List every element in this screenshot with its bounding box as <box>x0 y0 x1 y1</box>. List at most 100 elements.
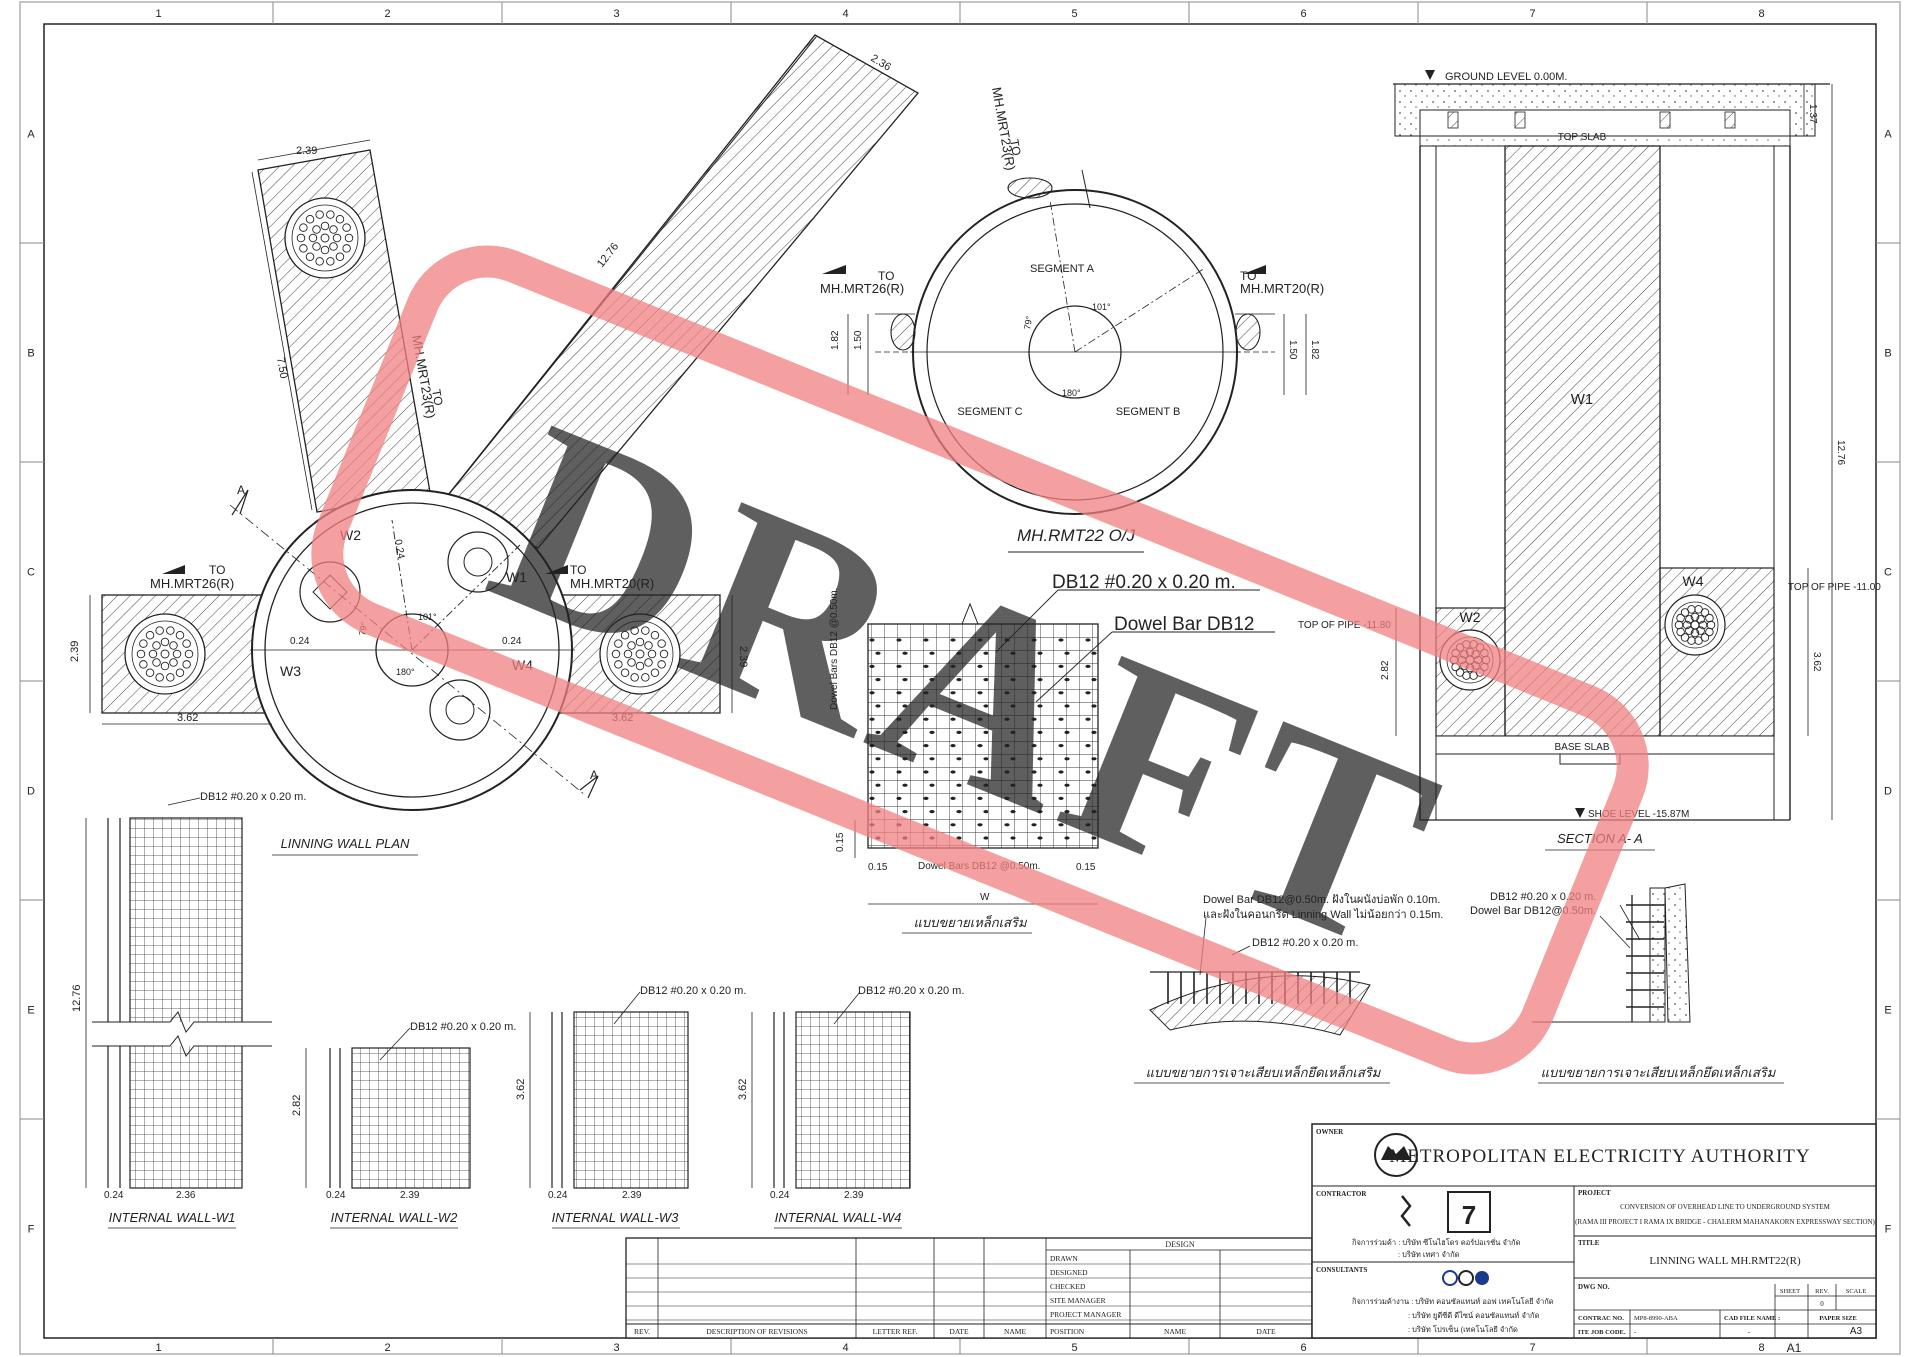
dowel-dots <box>869 638 1097 840</box>
grid-row-label: C <box>1884 567 1892 579</box>
rev-row-label: DESIGNED <box>1050 1268 1088 1277</box>
mesh-label: DB12 #0.20 x 0.20 m. <box>858 985 964 997</box>
dim-text: 3.62 <box>515 1079 527 1100</box>
rev-footer: LETTER REF. <box>873 1327 918 1336</box>
to-label: TO <box>878 269 894 283</box>
base-slab-label: BASE SLAB <box>1554 742 1609 753</box>
contractor-label: CONTRACTOR <box>1316 1190 1367 1198</box>
to-label: TO <box>209 563 225 577</box>
consultant-line-3: : บริษัท โปรเซ็น (เทคโนโลยี จำกัด <box>1408 1324 1518 1334</box>
w2-label: W2 <box>1460 609 1481 625</box>
top-of-pipe-right: TOP OF PIPE -11.00 <box>1788 582 1881 593</box>
angle-text: 101° <box>418 612 437 622</box>
dim-text: 3.62 <box>737 1079 749 1100</box>
dim-text: 12.76 <box>71 984 83 1012</box>
grid-col-label: 3 <box>613 8 619 20</box>
project-label: PROJECT <box>1578 1189 1611 1197</box>
grid-col-label: 2 <box>384 8 390 20</box>
rev-footer: REV. <box>634 1327 650 1336</box>
dim-text: 2.39 <box>69 641 81 662</box>
wall-w4-section <box>1659 567 1775 737</box>
grid-col-label: 8 <box>1758 1342 1764 1354</box>
dim-text: 2.82 <box>291 1095 303 1116</box>
grid-row-label: B <box>27 348 34 360</box>
dim-text: 2.39 <box>622 1190 642 1201</box>
w1-label: W1 <box>1571 391 1594 408</box>
drawing-title: LINNING WALL MH.RMT22(R) <box>1649 1255 1801 1267</box>
dim-text: 12.76 <box>1835 440 1846 465</box>
dim-text: 1.50 <box>1287 340 1298 360</box>
project-line-2: (RAMA III PROJECT I RAMA IX BRIDGE - CHA… <box>1575 1218 1875 1226</box>
wall-detail-title: แบบขยายการเจาะเสียบเหล็กยึดเหล็กเสริม <box>1541 1064 1777 1080</box>
consultant-logo-icon <box>1442 1270 1458 1286</box>
design-header: DESIGN <box>1165 1240 1195 1249</box>
to-label: TO <box>1240 269 1256 283</box>
grid-col-label: 6 <box>1300 8 1306 20</box>
grid-row-label: B <box>1884 348 1891 360</box>
dim-text: 1.82 <box>1309 340 1320 360</box>
ground-level-label: GROUND LEVEL 0.00M. <box>1445 71 1567 83</box>
draft-watermark: DRAFT <box>311 245 1649 1075</box>
job-code-label: ITE JOB CODE. <box>1578 1329 1626 1336</box>
consultants-label: CONSULTANTS <box>1316 1266 1367 1274</box>
dim-text: 1.50 <box>853 330 864 350</box>
angle-text: 79° <box>1022 315 1034 331</box>
dim-text: 0.24 <box>502 636 522 647</box>
draft-stamp-border <box>311 245 1649 1075</box>
rev-row-label: DRAWN <box>1050 1254 1078 1263</box>
to-destination-mrt26: MH.MRT26(R) <box>820 281 904 296</box>
grid-row-label: D <box>1884 786 1892 798</box>
tesa-logo-icon <box>1447 1191 1491 1233</box>
dim-text: 7.50 <box>274 356 290 379</box>
floor-note-2: และฝังในคอนกรีต Linning Wall ไม่น้อยกว่า… <box>1203 908 1443 921</box>
rev-value: 0 <box>1820 1300 1824 1308</box>
oj-title: MH.RMT22 O/J <box>1017 526 1136 545</box>
sheet-ref: A1 <box>1787 1341 1802 1355</box>
wall-w1-section <box>1504 145 1661 737</box>
shoe-level-label: SHOE LEVEL -15.87M <box>1588 809 1689 820</box>
wall-title: INTERNAL WALL-W4 <box>775 1210 902 1225</box>
internal-wall-w2: 2.82 DB12 #0.20 x 0.20 m. 0.24 2.39 INTE… <box>291 1021 516 1229</box>
paper-size-value: A3 <box>1850 1326 1863 1337</box>
grid-col-label: 4 <box>842 1342 848 1354</box>
segment-a-label: SEGMENT A <box>1030 263 1095 275</box>
rev-footer: DATE <box>1256 1327 1276 1336</box>
sheet-label: SHEET <box>1780 1288 1800 1295</box>
grid-col-label: 7 <box>1529 1342 1535 1354</box>
dim-text: 0.24 <box>104 1190 124 1201</box>
owner-label: OWNER <box>1316 1128 1344 1136</box>
dim-text: 2.39 <box>844 1190 864 1201</box>
dim-text: 0.24 <box>770 1190 790 1201</box>
wall-title: INTERNAL WALL-W1 <box>109 1210 236 1225</box>
dim-text: 2.39 <box>296 145 317 157</box>
contrac-no-value: MP8-8990-ABA <box>1634 1315 1678 1322</box>
to-label: TO <box>570 563 586 577</box>
grid-col-label: 3 <box>613 1342 619 1354</box>
svg-text:7: 7 <box>1462 1200 1476 1230</box>
scale-label: SCALE <box>1846 1288 1867 1295</box>
to-label: TO <box>1007 138 1024 157</box>
dim-text: 3.62 <box>177 712 198 724</box>
grid-row-label: E <box>27 1005 34 1017</box>
rev-footer: DATE <box>949 1327 969 1336</box>
angle-text: 180° <box>1062 388 1081 398</box>
segment-b-label: SEGMENT B <box>1116 406 1181 418</box>
title-block: OWNER METROPOLITAN ELECTRICITY AUTHORITY… <box>1311 1123 1877 1355</box>
contrac-no-label: CONTRAC NO. <box>1578 1315 1624 1322</box>
owner-name: METROPOLITAN ELECTRICITY AUTHORITY <box>1389 1146 1810 1167</box>
dim-text: W <box>980 892 990 903</box>
revision-table: DESIGN DRAWN DESIGNED CHECKED SITE MANAG… <box>625 1237 1313 1339</box>
dim-text: 0.15 <box>1076 862 1096 873</box>
floor-mesh-label: DB12 #0.20 x 0.20 m. <box>1252 937 1358 949</box>
wall-title: INTERNAL WALL-W2 <box>331 1210 458 1225</box>
job-code-value: - <box>1634 1328 1637 1336</box>
pipe-bundle <box>611 626 669 682</box>
grid-col-label: 5 <box>1071 8 1077 20</box>
grid-col-label: 8 <box>1758 8 1764 20</box>
grid-row-label: F <box>1885 1224 1892 1236</box>
rev-footer: NAME <box>1164 1327 1187 1336</box>
dim-text: 2.39 <box>400 1190 420 1201</box>
consultant-logo-icon <box>1475 1271 1489 1285</box>
plan-title: LINNING WALL PLAN <box>281 836 410 851</box>
